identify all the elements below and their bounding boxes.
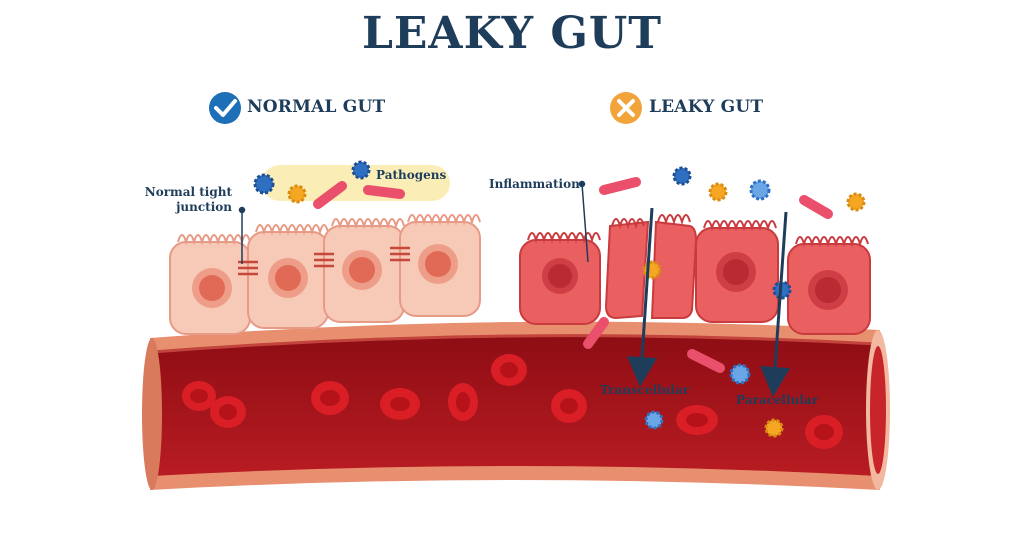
- paracellular-label: Paracellular: [736, 393, 819, 407]
- inflammation-label: Inflammation: [489, 177, 580, 191]
- red-blood-cell: [448, 383, 478, 421]
- yellow-pathogen: [846, 192, 866, 212]
- yellow-pathogen: [764, 418, 784, 438]
- vessel-end-left: [142, 338, 162, 490]
- blue-pathogen: [644, 410, 664, 430]
- tight-junction-label-line-1: Normal tight: [144, 185, 232, 199]
- transcellular-arrow: [627, 207, 657, 387]
- healthy-cell: [323, 218, 405, 323]
- bacterium: [799, 195, 833, 219]
- yellow-pathogen: [708, 182, 728, 202]
- bacterium: [313, 181, 347, 209]
- normal-gut-label: NORMAL GUT: [247, 97, 386, 117]
- leader-lines: [238, 180, 589, 264]
- pathogens-label: Pathogens: [376, 168, 447, 182]
- bacterium: [599, 177, 641, 195]
- red-blood-cell: [182, 381, 216, 411]
- vessel-end-right-lumen: [870, 346, 886, 474]
- red-blood-cell: [311, 381, 349, 415]
- red-blood-cell: [380, 388, 420, 420]
- pathogen-particles: [253, 160, 866, 438]
- transcellular-label: Transcellular: [600, 383, 690, 397]
- bacteria: [313, 177, 833, 373]
- leaky-gut-cells: [519, 214, 871, 335]
- tight-junction-label: Normal tight junction: [140, 185, 232, 215]
- bacterium: [363, 185, 405, 199]
- healthy-cell: [247, 224, 329, 329]
- tight-junction: [390, 246, 410, 262]
- blue-pathogen: [672, 166, 692, 186]
- yellow-pathogen: [287, 184, 307, 204]
- bacterium: [687, 349, 725, 373]
- inflamed-cell: [604, 214, 698, 320]
- red-blood-cell: [210, 396, 246, 428]
- blood-vessel: [142, 321, 890, 490]
- leaky-gut-label: LEAKY GUT: [649, 97, 764, 117]
- bacterium: [583, 317, 609, 349]
- check-circle-icon: [209, 92, 241, 124]
- paracellular-arrow: [760, 211, 791, 397]
- red-blood-cells: [182, 354, 843, 449]
- x-circle-icon: [610, 92, 642, 124]
- vessel-lumen: [152, 335, 878, 476]
- blue-pathogen: [749, 179, 771, 201]
- inflamed-cell: [519, 232, 601, 325]
- blue-pathogen: [729, 363, 751, 385]
- vessel-inner-edge: [151, 334, 879, 354]
- blue-pathogen: [253, 173, 275, 195]
- page-title: LEAKY GUT: [361, 8, 663, 59]
- red-blood-cell: [676, 405, 718, 435]
- blue-pathogen: [351, 160, 371, 180]
- healthy-cell: [399, 214, 481, 317]
- inflammation-leader: [581, 183, 589, 263]
- normal-gut-cells: [169, 214, 481, 335]
- red-blood-cell: [805, 415, 843, 449]
- inflamed-cell: [695, 220, 779, 323]
- tight-junction-label-line-2: junction: [176, 200, 232, 214]
- healthy-cell: [169, 234, 251, 335]
- tight-junction: [314, 252, 334, 268]
- red-blood-cell: [491, 354, 527, 386]
- inflamed-cell: [787, 236, 871, 335]
- red-blood-cell: [551, 389, 587, 423]
